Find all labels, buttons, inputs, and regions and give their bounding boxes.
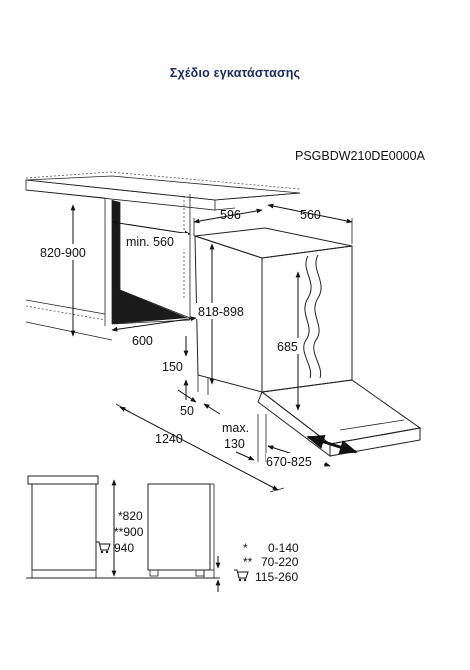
legend-plinth-2: 70-220 <box>261 555 299 569</box>
dimension-appliance-width: 596 <box>193 208 263 236</box>
legend-plinth-1: 0-140 <box>268 541 299 555</box>
label-door-panel-height: 685 <box>277 340 298 354</box>
label-min-width: min. 560 <box>126 235 174 249</box>
legend-height-1: *820 <box>118 509 143 523</box>
dimension-door-open-depth: 670-825 <box>266 434 358 469</box>
label-appliance-depth: 560 <box>300 208 321 222</box>
dimension-door-panel-height: 685 <box>275 271 303 411</box>
dimension-total-depth: 1240 <box>115 403 285 493</box>
dimension-appliance-depth: 560 <box>267 203 353 244</box>
label-appliance-width: 596 <box>220 208 241 222</box>
cart-icon <box>96 541 111 554</box>
label-niche-depth: 600 <box>132 334 153 348</box>
dimension-niche-depth: 600 <box>111 316 197 348</box>
legend-height-2: **900 <box>114 525 144 539</box>
label-total-depth: 1240 <box>155 432 183 446</box>
cart-icon <box>234 569 249 582</box>
dimension-min-width: min. 560 <box>111 220 191 249</box>
label-appliance-height: 818-898 <box>198 305 244 319</box>
legend-plinth-3: 115-260 <box>255 570 298 584</box>
dimension-niche-height: 820-900 <box>38 204 104 337</box>
label-niche-height: 820-900 <box>40 246 86 260</box>
dimension-lower-height: *820 **900 940 <box>111 479 144 577</box>
page-title: Σχέδιο εγκατάστασης <box>169 66 301 80</box>
dimension-toe-kick-depth: 50 <box>177 389 221 418</box>
dimension-max-130: max. 130 <box>222 414 267 462</box>
label-toe-kick-depth: 50 <box>180 404 194 418</box>
dimension-toe-kick-height: 150 <box>162 336 189 400</box>
side-elevation <box>26 475 220 579</box>
legend-plinth-1-marker: * <box>243 541 248 555</box>
label-door-open-depth: 670-825 <box>266 455 312 469</box>
dimension-plinth: * 0-140 ** 70-220 115-260 <box>215 541 299 592</box>
model-code: PSGBDW210DE0000A <box>295 149 426 163</box>
niche-interior <box>25 194 191 341</box>
label-max: max. <box>222 421 249 435</box>
legend-plinth-2-marker: ** <box>243 555 253 569</box>
legend-height-3: 940 <box>114 541 134 555</box>
dimension-appliance-height: 818-898 <box>196 243 254 385</box>
label-toe-kick-height: 150 <box>162 360 183 374</box>
label-max-value: 130 <box>224 437 245 451</box>
